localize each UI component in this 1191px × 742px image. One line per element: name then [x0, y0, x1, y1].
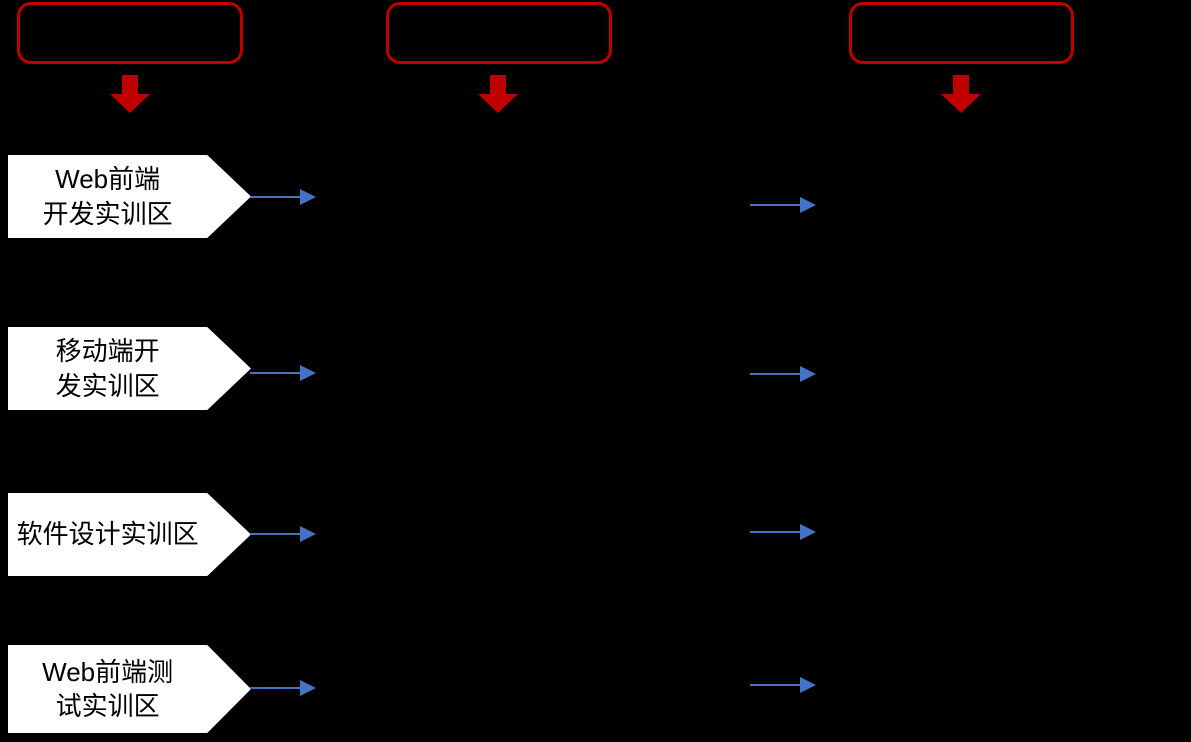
- row-1-arrow-1: [250, 186, 316, 208]
- header-box-2-label: [389, 5, 609, 61]
- row-3-right-block: [830, 488, 1185, 583]
- training-area-shape-2-label: 移动端开 发实训区: [55, 336, 160, 401]
- row-1-arrow-2: [750, 194, 816, 216]
- training-area-shape-1[interactable]: Web前端 开发实训区: [8, 155, 251, 238]
- row-4-right-block: [830, 640, 1185, 735]
- training-area-shape-4[interactable]: Web前端测 试实训区: [8, 645, 251, 733]
- down-arrow-2: [478, 75, 518, 113]
- row-2-right-block: [830, 322, 1185, 417]
- header-box-2[interactable]: [386, 2, 612, 64]
- row-4-arrow-1: [250, 677, 316, 699]
- training-area-shape-3[interactable]: 软件设计实训区: [8, 493, 251, 576]
- row-1-right-block: [830, 150, 1185, 245]
- row-2-arrow-1: [250, 362, 316, 384]
- row-3-middle-block: [330, 488, 730, 583]
- header-box-1-label: [20, 5, 240, 61]
- header-box-3-label: [852, 5, 1071, 61]
- down-arrow-3: [941, 75, 981, 113]
- header-box-1[interactable]: [17, 2, 243, 64]
- row-4-middle-block: [330, 640, 730, 735]
- training-area-shape-3-label: 软件设计实训区: [16, 519, 199, 550]
- row-2-middle-block: [330, 322, 730, 417]
- training-area-shape-4-label: Web前端测 试实训区: [42, 656, 174, 721]
- training-area-shape-1-label: Web前端 开发实训区: [42, 164, 173, 229]
- down-arrow-1: [110, 75, 150, 113]
- row-1-middle-block: [330, 150, 730, 245]
- training-area-shape-2[interactable]: 移动端开 发实训区: [8, 327, 251, 410]
- row-3-arrow-1: [250, 523, 316, 545]
- row-4-arrow-2: [750, 674, 816, 696]
- header-box-3[interactable]: [849, 2, 1074, 64]
- row-3-arrow-2: [750, 521, 816, 543]
- row-2-arrow-2: [750, 363, 816, 385]
